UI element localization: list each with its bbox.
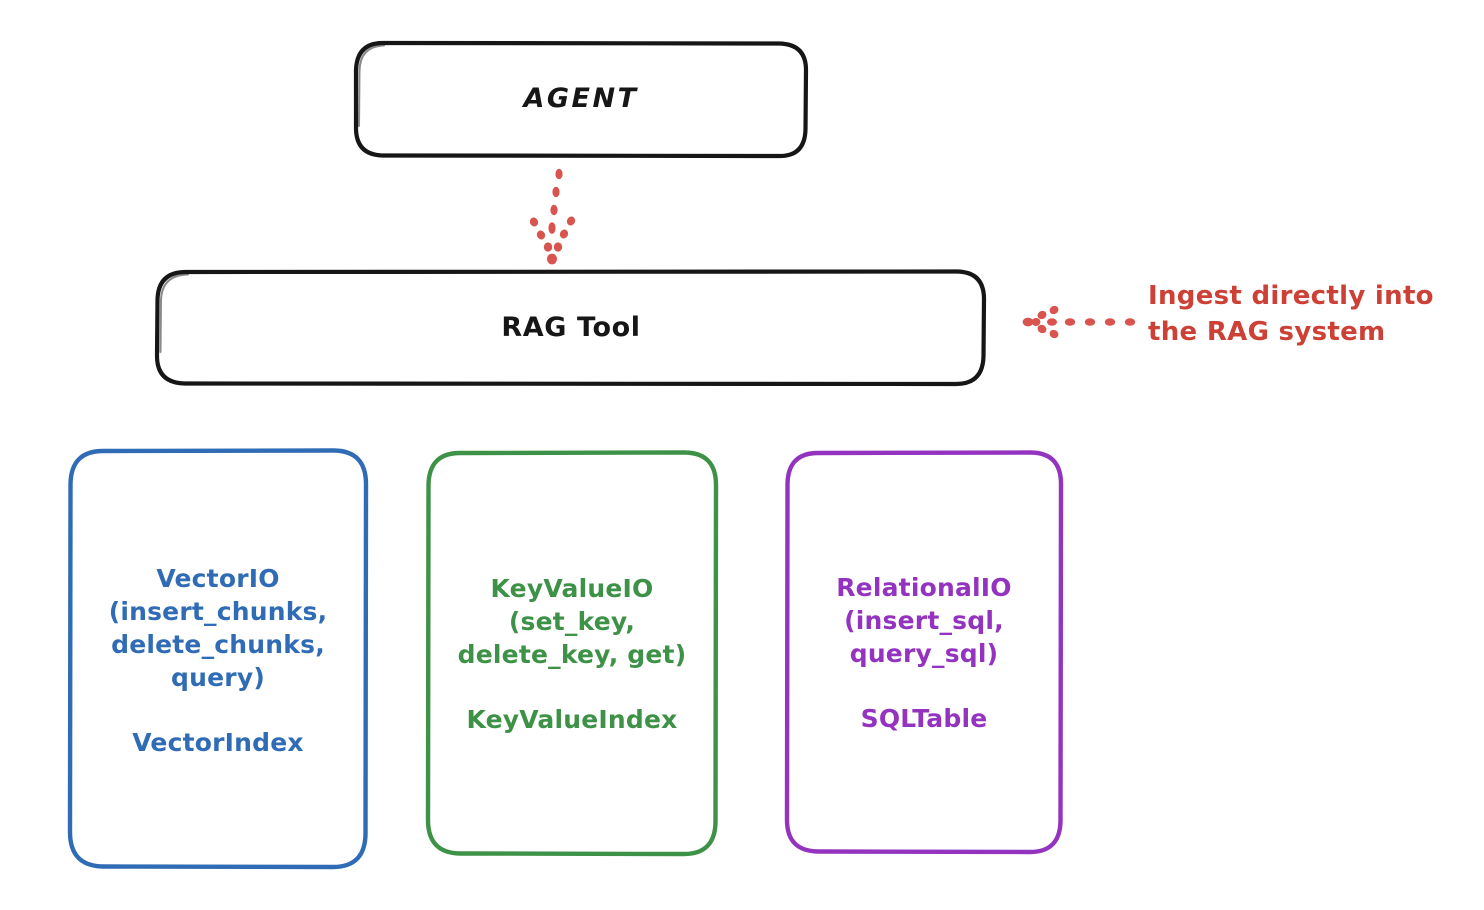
edge-agent-to-rag-tool — [529, 168, 576, 265]
node-agent[interactable]: AGENT — [355, 42, 807, 157]
key-value-io-box-outline — [425, 450, 719, 857]
relational-io-title: RelationalIO (insert_sql, query_sql) — [836, 573, 1012, 668]
rag-tool-box-outline — [154, 269, 987, 387]
node-rag-tool[interactable]: RAG Tool — [157, 271, 985, 385]
edge-ingest-to-rag-tool — [1022, 305, 1136, 339]
relational-io-box-outline — [784, 450, 1064, 855]
key-value-io-index: KeyValueIndex — [466, 705, 678, 734]
rag-tool-label: RAG Tool — [501, 311, 641, 343]
relational-io-index: SQLTable — [860, 704, 988, 733]
key-value-io-title: KeyValueIO (set_key, delete_key, get) — [457, 574, 687, 669]
node-key-value-io[interactable]: KeyValueIO (set_key, delete_key, get) Ke… — [428, 452, 716, 854]
vector-io-index: VectorIndex — [132, 727, 304, 757]
node-vector-io[interactable]: VectorIO (insert_chunks, delete_chunks, … — [70, 450, 366, 868]
vector-io-box-outline — [67, 448, 369, 870]
vector-io-title: VectorIO (insert_chunks, delete_chunks, … — [108, 563, 328, 692]
annotation-ingest-label: Ingest directly into the RAG system — [1148, 281, 1434, 348]
agent-box-outline — [353, 40, 809, 159]
node-relational-io[interactable]: RelationalIO (insert_sql, query_sql) SQL… — [787, 452, 1061, 852]
agent-label: AGENT — [523, 83, 639, 115]
